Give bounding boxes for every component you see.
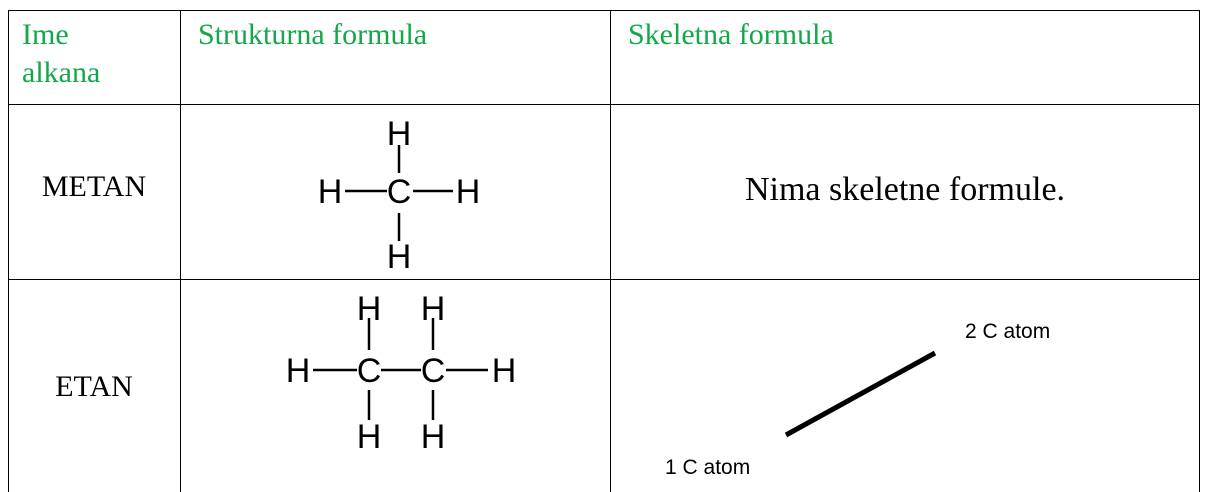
column-divider-1 xyxy=(180,10,181,492)
atom-c-1: C xyxy=(357,352,382,390)
atom-c-2: C xyxy=(421,352,446,390)
methane-structural-formula: H C H H H xyxy=(318,115,481,276)
atom-c: C xyxy=(387,173,412,211)
ethane-structural-formula: H H H C C H H H xyxy=(286,290,517,456)
alkane-table: Ime alkana Strukturna formula Skeletna f… xyxy=(8,0,1200,492)
atom-h-left: H xyxy=(286,352,311,390)
skeletal-note-metan: Nima skeletne formule. xyxy=(744,171,1066,208)
table-border-top xyxy=(8,10,1200,11)
row-name-metan: METAN xyxy=(41,170,147,203)
skeletal-label-end: 2 C atom xyxy=(965,320,1051,343)
column-divider-2 xyxy=(610,10,611,492)
skeletal-label-start: 1 C atom xyxy=(665,456,751,479)
atom-h-top-1: H xyxy=(357,290,382,328)
atom-h-left: H xyxy=(318,173,343,211)
header-ime-alkana: Ime alkana xyxy=(22,18,101,89)
atom-h-top: H xyxy=(387,115,412,153)
column-divider-left xyxy=(8,10,9,492)
row-name-etan: ETAN xyxy=(55,370,133,403)
row-divider-1 xyxy=(8,104,1200,105)
column-divider-right xyxy=(1199,10,1200,492)
atom-h-bottom-2: H xyxy=(421,418,446,456)
header-strukturna-formula: Strukturna formula xyxy=(198,18,428,51)
atom-h-right: H xyxy=(456,173,481,211)
ethane-skeletal-line xyxy=(784,350,937,438)
atom-h-bottom-1: H xyxy=(357,418,382,456)
atom-h-bottom: H xyxy=(387,238,412,276)
atom-h-right: H xyxy=(492,352,517,390)
header-skeletna-formula: Skeletna formula xyxy=(628,18,834,51)
atom-h-top-2: H xyxy=(421,290,446,328)
row-divider-2 xyxy=(8,279,1200,280)
